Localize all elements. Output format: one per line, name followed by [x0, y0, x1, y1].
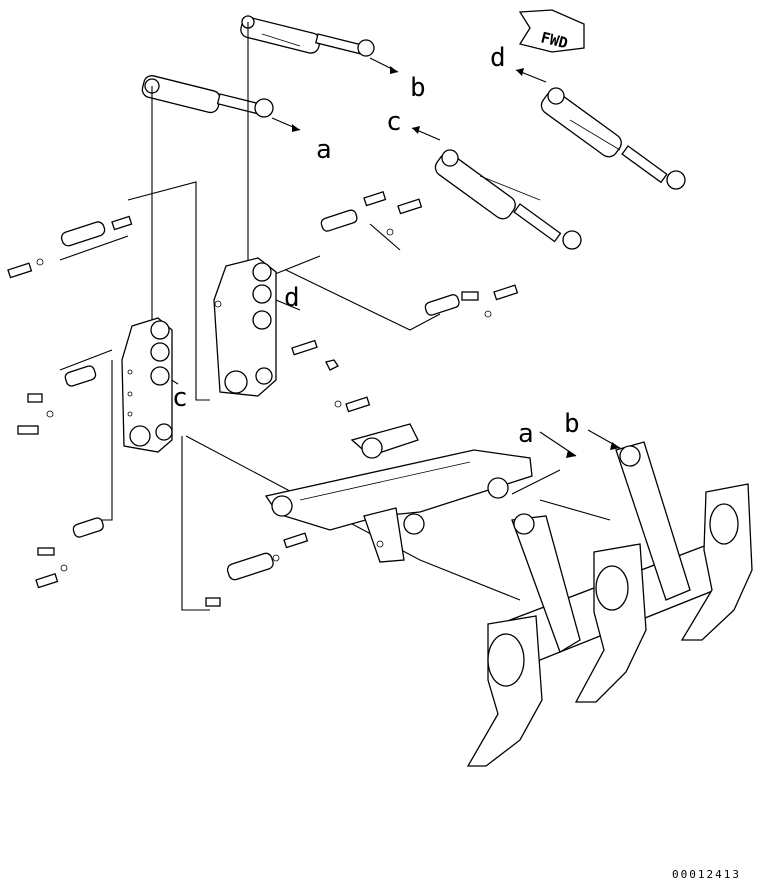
- label-a-bottom: a: [518, 419, 534, 449]
- cylinder-c: [434, 149, 582, 250]
- right-bracket: [213, 257, 277, 397]
- label-d-top: d: [490, 43, 506, 73]
- label-b-top: b: [410, 73, 426, 103]
- letter-labels: b a c d d c a b: [172, 43, 580, 449]
- label-a-top: a: [316, 135, 332, 165]
- label-c-bracket: c: [172, 383, 188, 413]
- label-c-top: c: [386, 107, 402, 137]
- drawing-number: 00012413: [672, 868, 741, 881]
- hardware-parts: [7, 191, 519, 607]
- shank-left: [466, 615, 543, 767]
- link-arm: [264, 423, 533, 563]
- label-d-bracket: d: [284, 283, 300, 313]
- label-arrows: [161, 57, 621, 458]
- cylinder-a: [141, 75, 274, 118]
- shank-center: [574, 543, 647, 703]
- cylinder-b: [240, 15, 375, 57]
- fwd-arrow: FWD: [518, 9, 585, 53]
- shank-right: [680, 483, 753, 641]
- left-bracket: [121, 317, 173, 453]
- label-b-bottom: b: [564, 409, 580, 439]
- cylinder-d: [540, 87, 686, 190]
